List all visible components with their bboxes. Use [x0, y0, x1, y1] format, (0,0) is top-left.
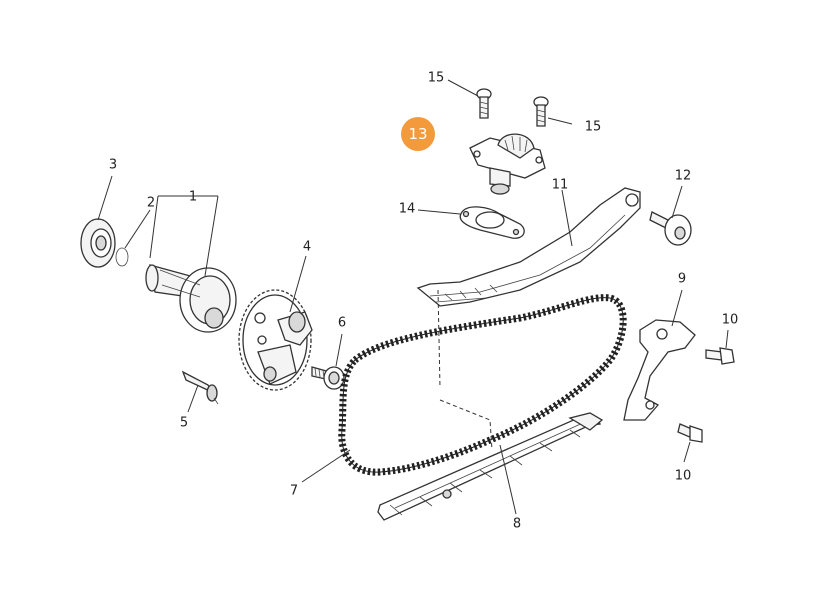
- part-label-9: 9: [677, 271, 687, 287]
- bearing-part-3: [80, 218, 116, 268]
- part-label-2: 2: [146, 195, 156, 211]
- decompressor-part-5: [181, 370, 219, 405]
- gasket-part-14: [459, 206, 525, 239]
- timing-chain-part-7: [338, 294, 627, 476]
- part-label-1: 1: [188, 189, 198, 205]
- part-label-12: 12: [674, 168, 692, 184]
- part-label-10-lower: 10: [674, 468, 692, 484]
- bolt-part-15b: [533, 96, 549, 127]
- tensioner-arm-part-11: [416, 187, 641, 307]
- part-label-3: 3: [108, 157, 118, 173]
- camshaft-part-1: [145, 264, 237, 333]
- part-label-11: 11: [551, 177, 569, 193]
- part-label-7: 7: [289, 483, 299, 499]
- part-label-8: 8: [512, 516, 522, 532]
- bolt-part-10b: [677, 423, 703, 443]
- chain-tensioner-part-13: [469, 133, 546, 195]
- part-label-4: 4: [302, 239, 312, 255]
- cam-sprocket-part-4: [238, 289, 313, 391]
- leader-lines: [97, 79, 729, 515]
- part-label-5: 5: [179, 415, 189, 431]
- pivot-bolt-part-12: [649, 211, 692, 246]
- part-label-14: 14: [398, 201, 416, 217]
- part-label-15-right: 15: [584, 119, 602, 135]
- bolt-part-15a: [476, 88, 492, 119]
- chain-guide-part-8: [377, 412, 604, 521]
- part-label-10-upper: 10: [721, 312, 739, 328]
- part-label-6: 6: [337, 315, 347, 331]
- bolt-part-6: [311, 366, 345, 390]
- bolt-part-10a: [705, 347, 735, 365]
- circlip-part-2: [115, 247, 129, 267]
- part-label-15-left: 15: [427, 70, 445, 86]
- highlight-callout-13: 13: [401, 117, 435, 151]
- bracket-part-9: [623, 319, 696, 421]
